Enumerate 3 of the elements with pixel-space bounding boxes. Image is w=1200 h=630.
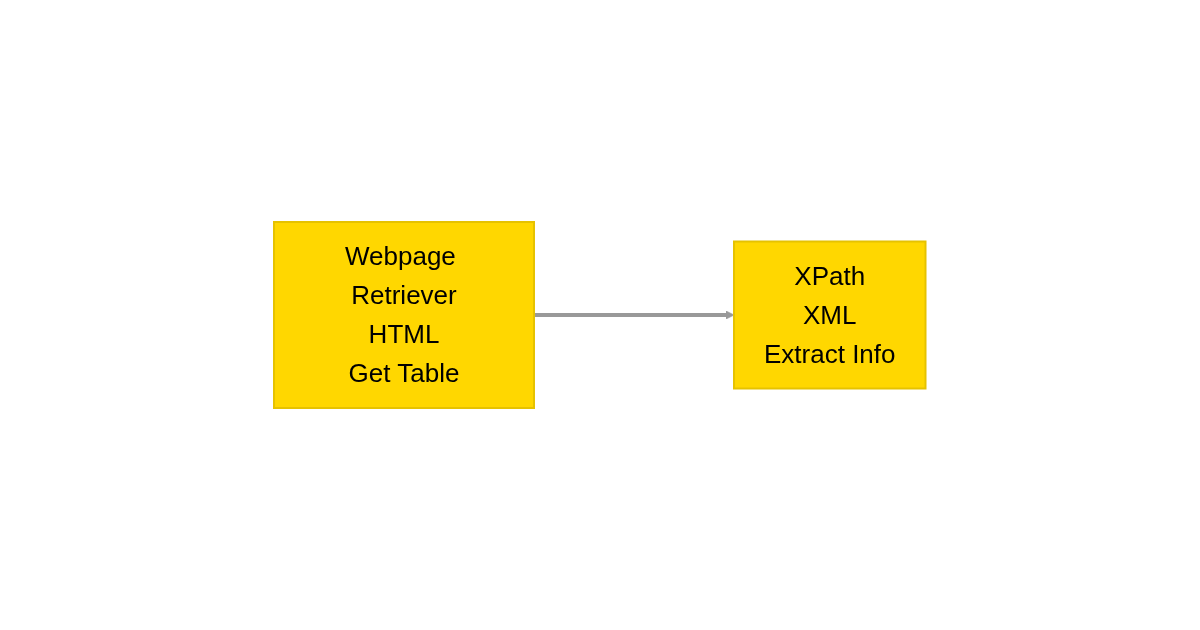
- node-box: Webpage Retriever HTML Get Table: [273, 221, 536, 409]
- node-box: XPath XML Extract Info: [733, 240, 927, 390]
- arrow: [534, 310, 735, 320]
